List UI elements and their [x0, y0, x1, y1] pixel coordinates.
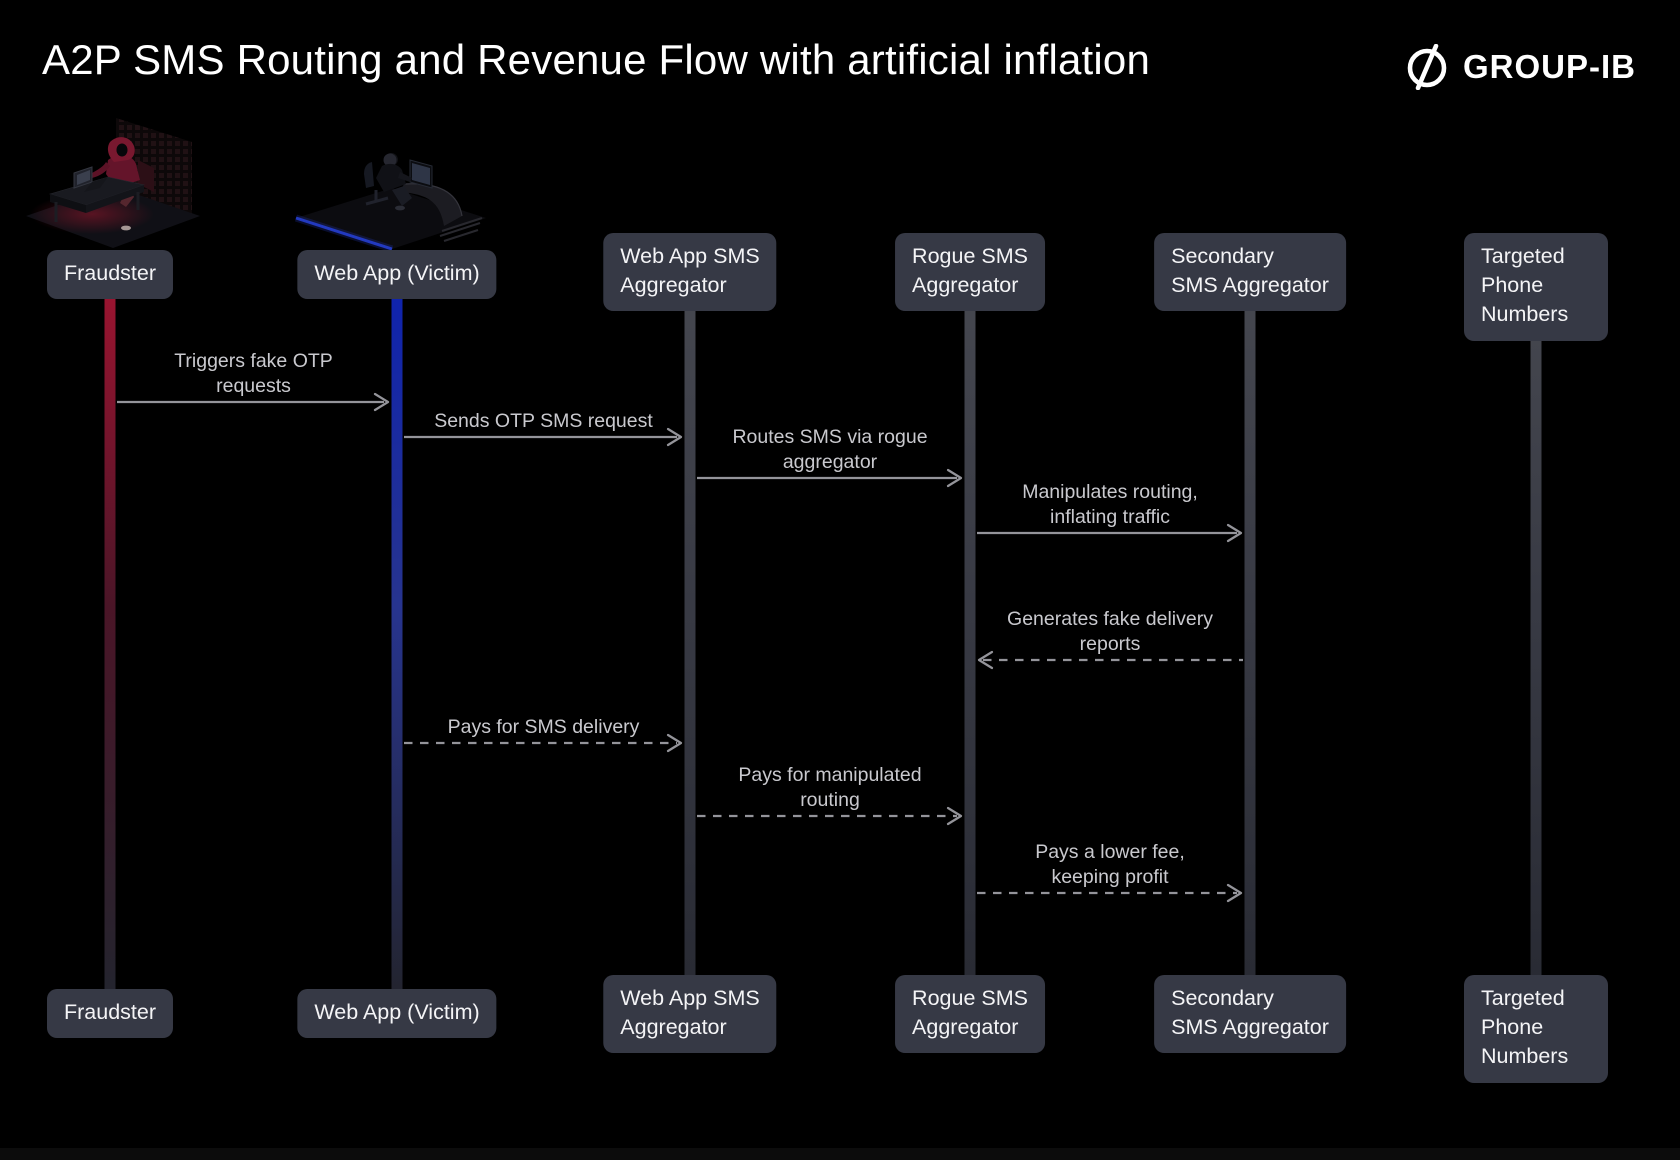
lifeline-webapp-aggregator — [684, 290, 696, 995]
actor-top-webapp-aggregator: Web App SMS Aggregator — [603, 233, 777, 312]
victim-illustration-graphic — [294, 153, 486, 253]
lifeline-rogue-aggregator — [964, 290, 976, 995]
message-label: Triggers fake OTP requests — [174, 349, 333, 398]
message: Sends OTP SMS request — [404, 410, 683, 448]
message: Pays a lower fee, keeping profit — [977, 841, 1243, 904]
actor-top-fraudster: Fraudster — [46, 250, 174, 300]
message: Pays for manipulated routing — [697, 764, 963, 827]
message-label: Pays a lower fee, keeping profit — [1035, 840, 1185, 889]
actor-top-secondary-aggregator: Secondary SMS Aggregator — [1154, 233, 1346, 312]
message: Manipulates routing, inflating traffic — [977, 481, 1243, 544]
webapp-illustration — [292, 132, 490, 255]
bottom-bar — [0, 1148, 1680, 1160]
dashed-arrow-left-icon — [977, 650, 1243, 670]
message: Pays for SMS delivery — [404, 716, 683, 754]
solid-arrow-right-icon — [117, 392, 390, 412]
actor-bottom-webapp-aggregator: Web App SMS Aggregator — [603, 975, 777, 1054]
message-label: Manipulates routing, inflating traffic — [1022, 480, 1198, 529]
page-title: A2P SMS Routing and Revenue Flow with ar… — [42, 36, 1151, 83]
actor-top-targeted-numbers: Targeted Phone Numbers — [1464, 233, 1608, 341]
actor-bottom-rogue-aggregator: Rogue SMS Aggregator — [895, 975, 1045, 1054]
solid-arrow-right-icon — [977, 523, 1243, 543]
message: Generates fake delivery reports — [977, 608, 1243, 671]
brand-name: GROUP-IB — [1463, 48, 1636, 85]
message-label: Pays for manipulated routing — [738, 763, 922, 812]
actor-bottom-secondary-aggregator: Secondary SMS Aggregator — [1154, 975, 1346, 1054]
message-label: Pays for SMS delivery — [447, 716, 640, 739]
actor-top-rogue-aggregator: Rogue SMS Aggregator — [895, 233, 1045, 312]
dashed-arrow-right-icon — [977, 883, 1243, 903]
actor-top-webapp: Web App (Victim) — [297, 250, 497, 300]
lifeline-fraudster — [104, 290, 116, 995]
actor-bottom-fraudster: Fraudster — [46, 989, 174, 1039]
solid-arrow-right-icon — [697, 468, 963, 488]
message-label: Routes SMS via rogue aggregator — [732, 425, 928, 474]
lifeline-webapp — [391, 290, 403, 995]
message: Routes SMS via rogue aggregator — [697, 426, 963, 489]
brand-logo: GROUP-IB — [1404, 44, 1636, 90]
message-label: Generates fake delivery reports — [1007, 607, 1213, 656]
solid-arrow-right-icon — [404, 427, 683, 447]
fraudster-illustration — [22, 116, 204, 255]
actor-bottom-targeted-numbers: Targeted Phone Numbers — [1464, 975, 1608, 1083]
lifeline-targeted-numbers — [1530, 290, 1542, 995]
actor-bottom-webapp: Web App (Victim) — [297, 989, 497, 1039]
fraudster-illustration-graphic — [26, 118, 200, 248]
message-label: Sends OTP SMS request — [434, 410, 653, 433]
dashed-arrow-right-icon — [697, 806, 963, 826]
lifeline-secondary-aggregator — [1244, 290, 1256, 995]
dashed-arrow-right-icon — [404, 733, 683, 753]
message: Triggers fake OTP requests — [117, 350, 390, 413]
groupib-logo-icon — [1407, 44, 1447, 90]
